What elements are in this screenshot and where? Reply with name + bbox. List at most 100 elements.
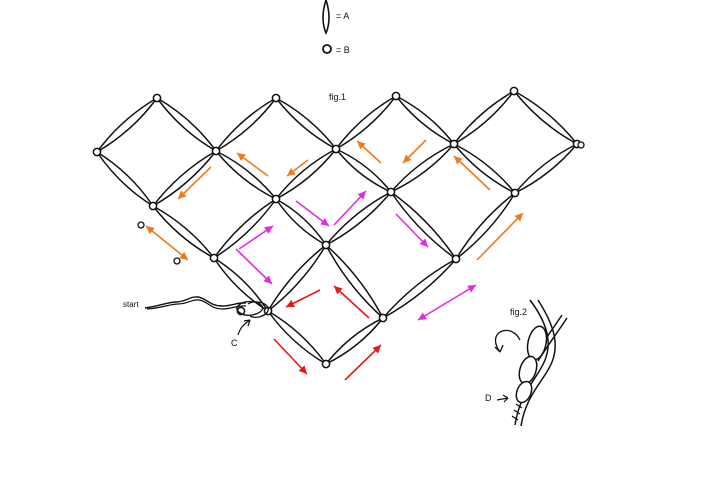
arrow-shaft <box>417 284 477 321</box>
arrow-head <box>287 167 296 176</box>
arrow-shaft <box>344 344 382 381</box>
arrow-head <box>372 345 381 354</box>
fig1-direction-arrows <box>145 139 524 381</box>
direction-arrow-17 <box>273 338 308 375</box>
ring-node-edge <box>577 141 585 149</box>
arrow-head <box>237 153 246 161</box>
direction-arrow-12 <box>238 225 274 250</box>
direction-arrow-11 <box>395 213 429 248</box>
ring-node-s <box>321 359 331 369</box>
ring-node-o <box>321 240 331 250</box>
arrow-head <box>357 191 366 200</box>
legend-b-ring-node-icon <box>322 44 332 54</box>
d-label: D <box>485 393 492 403</box>
direction-arrow-8 <box>145 225 189 261</box>
arrow-head <box>419 238 428 247</box>
direction-arrow-6 <box>453 155 491 191</box>
ring-node-d <box>509 86 519 96</box>
arrow-head <box>298 365 307 374</box>
fig1-label: fig.1 <box>329 92 347 102</box>
direction-arrow-4 <box>402 139 427 164</box>
ring-node-a <box>152 93 162 103</box>
mesh-strand-af <box>156 97 217 152</box>
mesh-strand-ch <box>395 95 455 145</box>
ring-node-m <box>510 188 520 198</box>
ring-node-f <box>211 146 221 156</box>
fig2-label: fig.2 <box>510 307 528 317</box>
ring-node-r <box>378 313 388 323</box>
arrow-head <box>286 299 295 307</box>
ring-node-j <box>148 201 158 211</box>
ring-node-loose-2 <box>173 257 181 265</box>
mesh-strand-gl <box>335 148 392 193</box>
direction-arrow-13 <box>235 248 273 285</box>
arrow-shaft <box>453 155 491 191</box>
mesh-strand-lp <box>390 191 457 260</box>
direction-arrow-15 <box>285 289 321 308</box>
ring-node-n <box>209 253 219 263</box>
mesh-strand-bf <box>215 97 277 152</box>
arrow-head <box>403 154 412 163</box>
mesh-strand-qs <box>267 310 327 365</box>
fig1-ring-nodes <box>92 86 585 369</box>
mesh-strand-di <box>513 90 578 145</box>
arrow-head <box>320 217 329 226</box>
arrow-shaft <box>476 212 524 261</box>
arrow-shaft <box>145 225 189 261</box>
mesh-strand-cg <box>335 95 397 150</box>
legend-b-label: = B <box>336 45 350 55</box>
arrow-head-back <box>418 312 427 320</box>
fig1-diamond-mesh <box>96 90 578 365</box>
direction-arrow-3 <box>356 140 382 164</box>
ring-node-c <box>391 91 401 101</box>
arrow-head <box>179 251 188 260</box>
mesh-strand-or <box>325 244 384 319</box>
legend-a-label: = A <box>336 11 350 21</box>
ring-node-e <box>92 147 102 157</box>
c-pointer-arrow <box>237 319 251 336</box>
ring-node-loose-1 <box>137 221 145 229</box>
direction-arrow-5 <box>177 166 212 200</box>
ring-node-l <box>386 187 396 197</box>
mesh-strand-jn <box>152 205 215 259</box>
arrow-head <box>454 156 463 165</box>
ring-node-p <box>451 254 461 264</box>
arrow-head <box>178 190 187 199</box>
mesh-strand-bg <box>275 97 337 150</box>
arrow-head <box>514 213 523 222</box>
direction-arrow-7 <box>476 212 524 261</box>
ring-node-h <box>449 139 459 149</box>
mesh-strand-dh <box>453 90 515 145</box>
start-cord <box>144 296 269 318</box>
arrow-head <box>467 285 476 293</box>
mesh-strand-fj <box>152 150 217 207</box>
start-label: start <box>123 300 139 309</box>
arrow-head-back <box>146 226 155 235</box>
mesh-strand-mp <box>455 192 516 260</box>
mesh-strand-ko <box>275 198 327 246</box>
direction-arrow-9 <box>295 200 330 227</box>
mesh-strand-gk <box>275 148 337 200</box>
arrow-shaft <box>273 338 308 375</box>
mesh-strand-hl <box>390 143 455 193</box>
direction-arrow-10 <box>333 190 367 226</box>
direction-arrow-16 <box>333 285 370 319</box>
legend-a-oval-stitch-icon <box>322 0 330 35</box>
c-label: C <box>231 338 238 348</box>
direction-arrow-18 <box>344 344 382 381</box>
mesh-strand-ej <box>96 151 154 207</box>
mesh-strand-rs <box>325 317 384 365</box>
mesh-strand-pr <box>382 258 457 319</box>
arrow-head <box>263 275 272 284</box>
arrow-head <box>357 141 366 150</box>
arrow-head <box>334 286 343 295</box>
mesh-strand-im <box>514 143 578 194</box>
ring-node-k <box>271 194 281 204</box>
arrow-head <box>264 226 273 234</box>
ring-node-g <box>331 144 341 154</box>
ring-node-b <box>271 93 281 103</box>
direction-arrow-2 <box>286 159 309 177</box>
fig2-knot-illustration <box>494 299 568 427</box>
direction-arrow-1 <box>236 152 269 177</box>
